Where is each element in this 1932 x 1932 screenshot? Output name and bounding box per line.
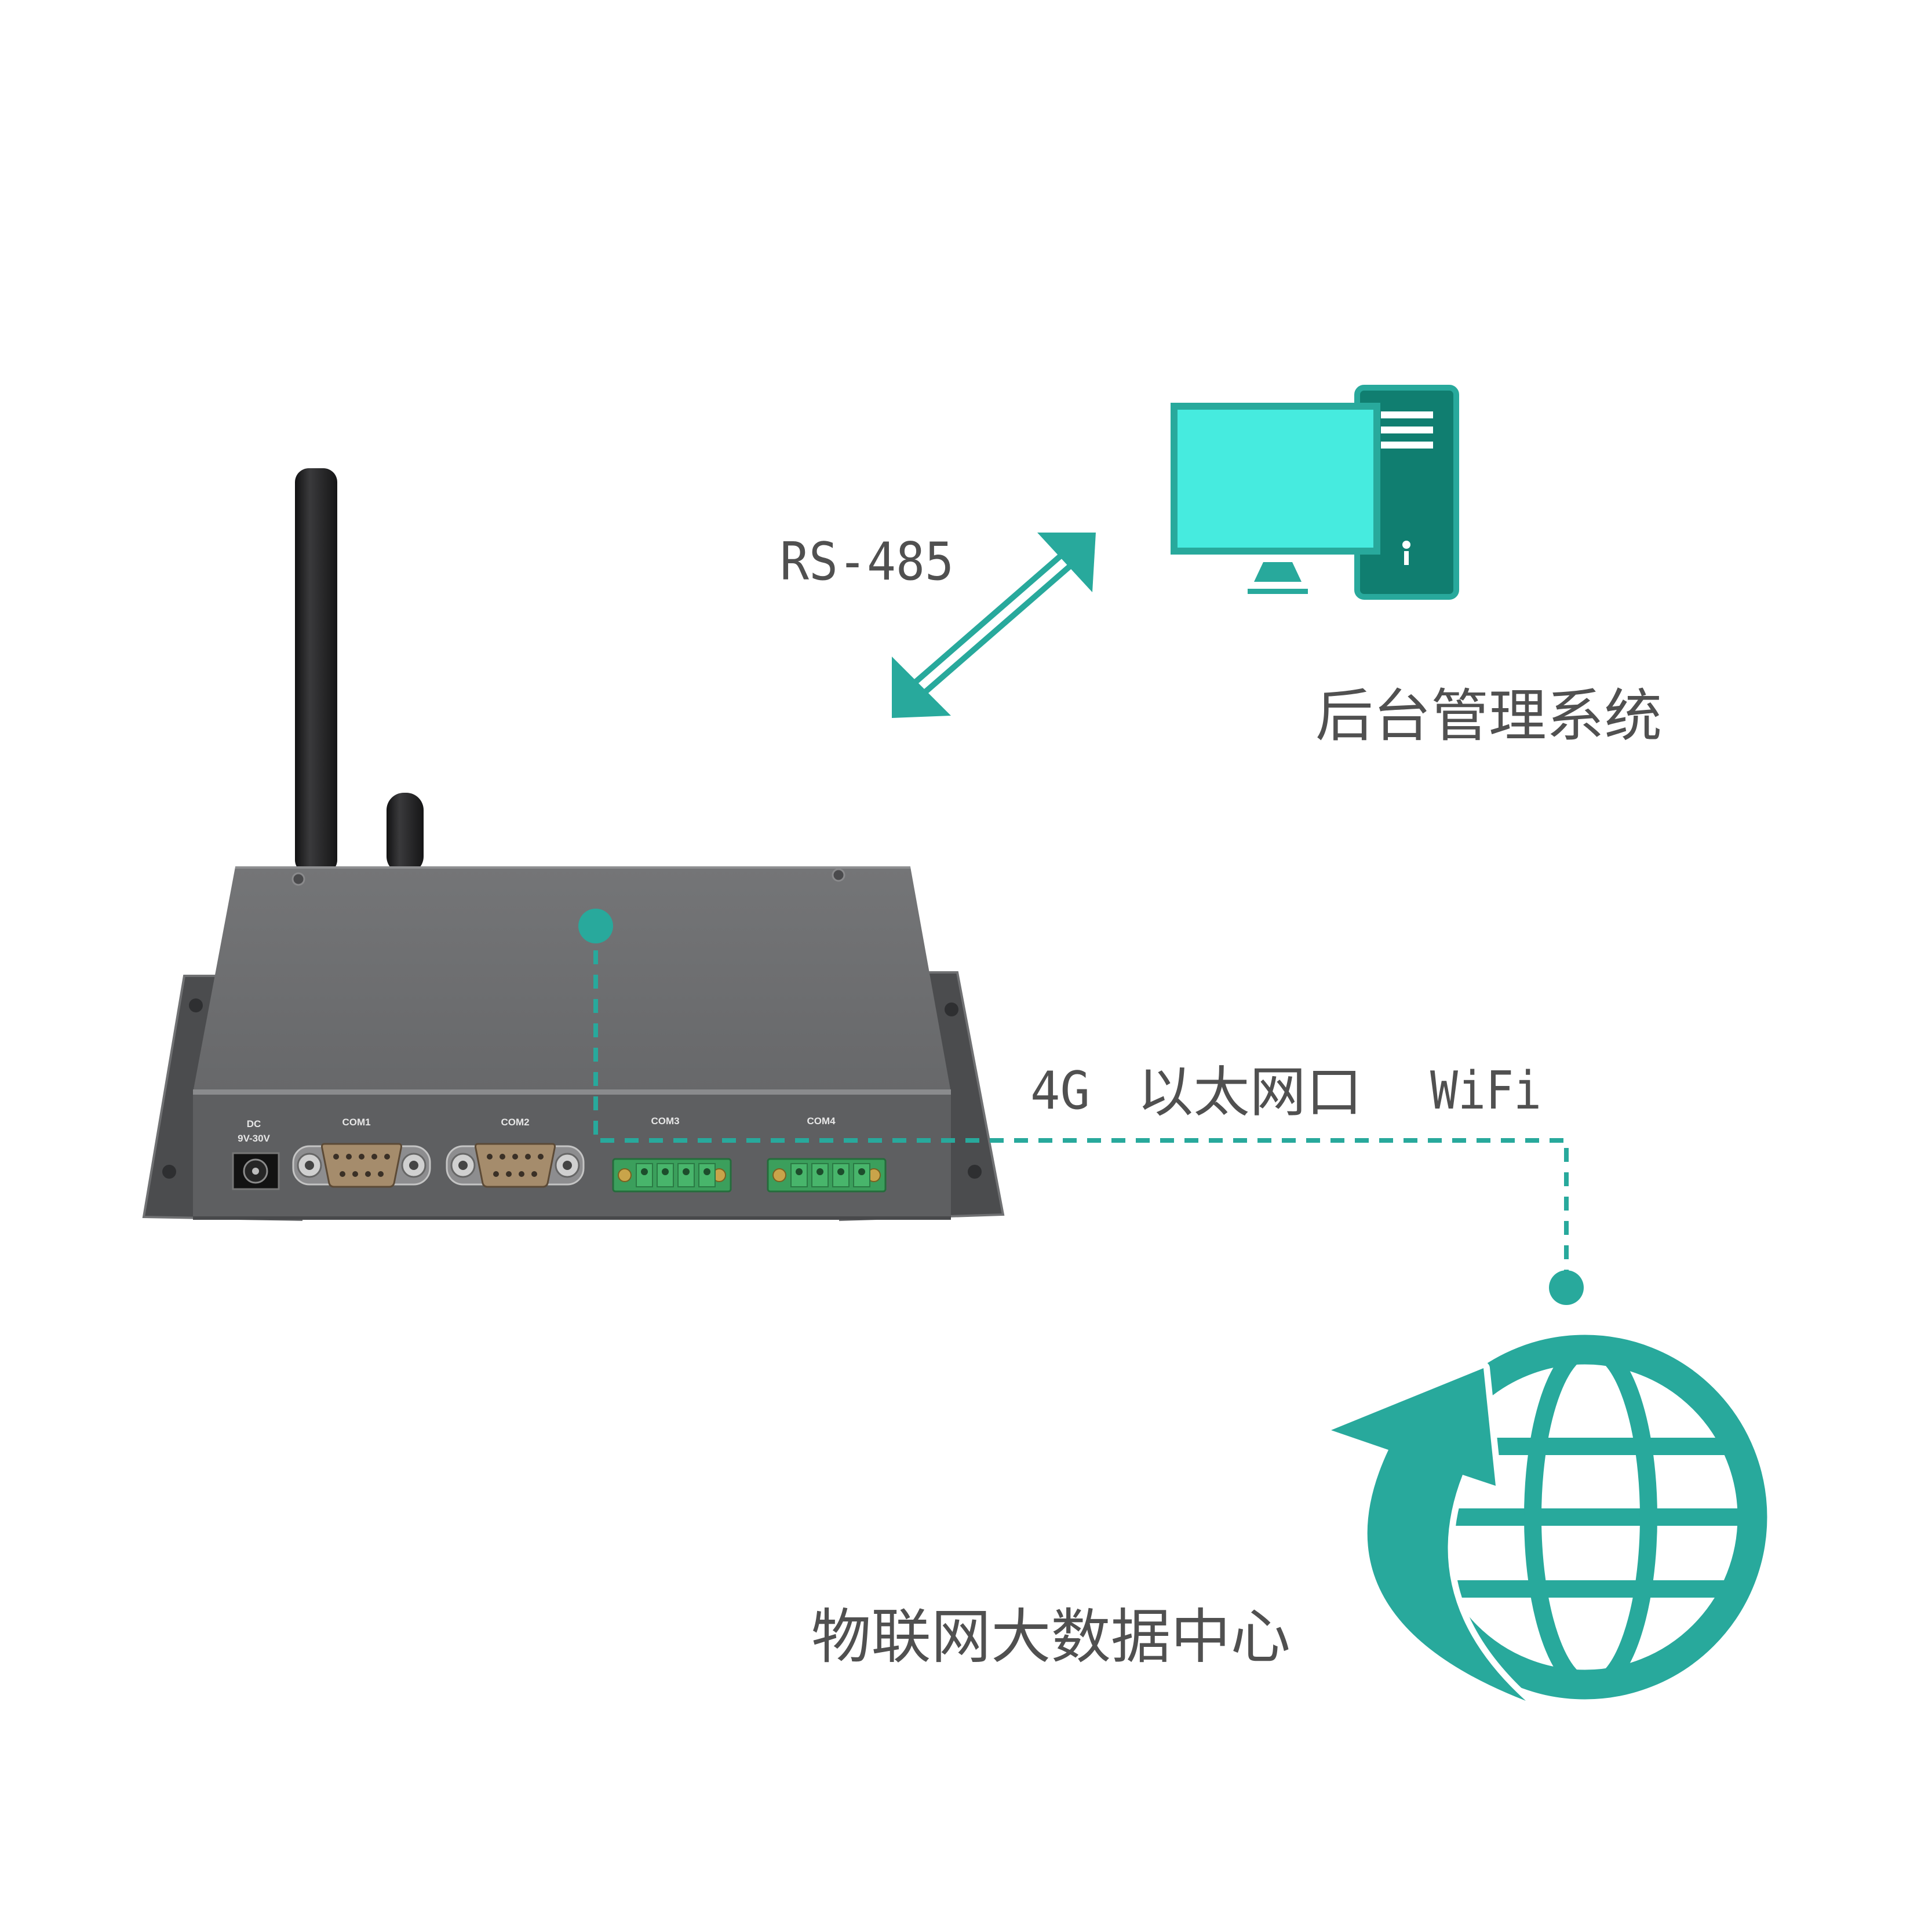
com3-label: COM3 [651,1116,679,1127]
monitor-screen [1171,403,1380,555]
label-4g: 4G [1030,1060,1090,1121]
top-screw [832,868,845,882]
power-button [1404,551,1409,565]
short-antenna-icon [387,793,424,874]
tower-vent [1381,411,1433,418]
globe-icon [1325,1335,1767,1707]
arrow-head-down [892,657,951,718]
iot-datacenter-label: 物联网大数据中心 [811,1603,1291,1672]
dc-power-port: DC 9V-30V [232,1118,280,1190]
com2-serial-port: COM2 [446,1117,585,1188]
com2-label: COM2 [501,1117,529,1128]
flange-hole [945,1003,958,1016]
flange-hole [968,1165,982,1179]
db9-screw-hole [305,1161,314,1170]
backend-system-label: 后台管理系统 [1315,683,1662,749]
computer-icon [1171,385,1459,600]
main-antenna-icon [295,468,337,874]
terminal-pins [636,1163,716,1187]
db9-shell [321,1143,402,1188]
globe-meridian [1524,1362,1657,1672]
terminal-pins [790,1163,870,1187]
top-screw [291,872,305,886]
terminal-screw [772,1168,786,1182]
com3-terminal-port: COM3 [612,1116,732,1193]
label-ethernet: 以太网口 [1137,1061,1362,1124]
connection-end-dot [1549,1270,1584,1305]
globe-latitude [1430,1508,1740,1526]
device-top-face [193,867,951,1092]
db9-screw-hole [409,1161,418,1170]
db9-screw-hole [563,1161,572,1170]
tower-vent [1381,442,1433,449]
dc-voltage-label: 9V-30V [238,1133,270,1144]
double-arrow-icon [892,533,1096,718]
db9-screw-hole [458,1161,468,1170]
network-connection-line [593,926,1569,1288]
connection-start-dot [578,909,613,943]
label-wifi: WiFi [1430,1060,1541,1121]
power-led [1402,541,1410,549]
com1-label: COM1 [342,1117,370,1128]
com1-serial-port: COM1 [292,1117,431,1188]
terminal-screw [618,1168,632,1182]
gateway-device-icon: DC 9V-30V COM1 COM2 [142,468,1005,1222]
flange-hole [162,1165,176,1179]
globe-latitude [1430,1580,1740,1598]
arrow-head-up [1037,533,1096,592]
monitor-base [1248,589,1308,594]
rs485-label: RS-485 [780,531,954,592]
device-front-edge [193,1089,951,1095]
db9-pins [487,1154,544,1177]
monitor-stand [1254,562,1302,582]
com4-label: COM4 [807,1116,836,1127]
db9-shell [475,1143,556,1188]
dc-jack-pin [252,1168,259,1175]
globe-swoosh-arrow [1325,1362,1532,1707]
flange-hole [189,998,203,1012]
tower-vent [1381,427,1433,433]
device-bottom-edge [193,1216,951,1220]
com4-terminal-port: COM4 [767,1116,887,1193]
db9-pins [333,1154,390,1177]
dc-port-label: DC [247,1118,261,1129]
arrow-shaft-inner [910,552,1075,697]
